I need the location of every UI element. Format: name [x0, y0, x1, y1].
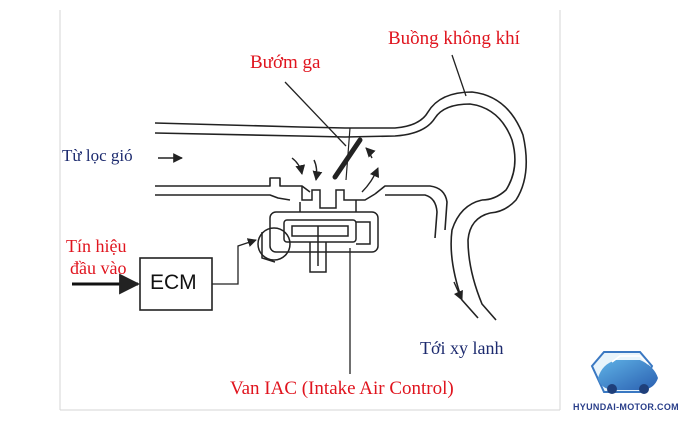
from-air-filter-label: Từ lọc gió — [62, 146, 133, 165]
input-signal-label-line2: đầu vào — [70, 258, 127, 278]
throttle-valve — [332, 127, 363, 181]
intake-pipe — [154, 91, 528, 321]
ecm-output-line — [212, 238, 257, 285]
throttle-label: Bướm ga — [250, 52, 321, 73]
air-chamber-leader — [451, 54, 467, 97]
bypass-flow-arrows — [291, 147, 463, 301]
input-signal-label-line1: Tín hiệu — [66, 236, 127, 256]
iac-valve-body — [257, 186, 379, 273]
throttle-leader — [284, 81, 347, 147]
air-chamber-label: Buồng không khí — [388, 28, 520, 49]
iac-valve-label: Van IAC (Intake Air Control) — [230, 378, 454, 399]
ecm-label: ECM — [150, 271, 197, 294]
scan-frame — [59, 10, 561, 411]
to-cylinder-label: Tới xy lanh — [420, 338, 504, 358]
logo-text: HYUNDAI-MOTOR.COM.VN — [573, 402, 678, 412]
logo-emblem — [590, 351, 658, 394]
